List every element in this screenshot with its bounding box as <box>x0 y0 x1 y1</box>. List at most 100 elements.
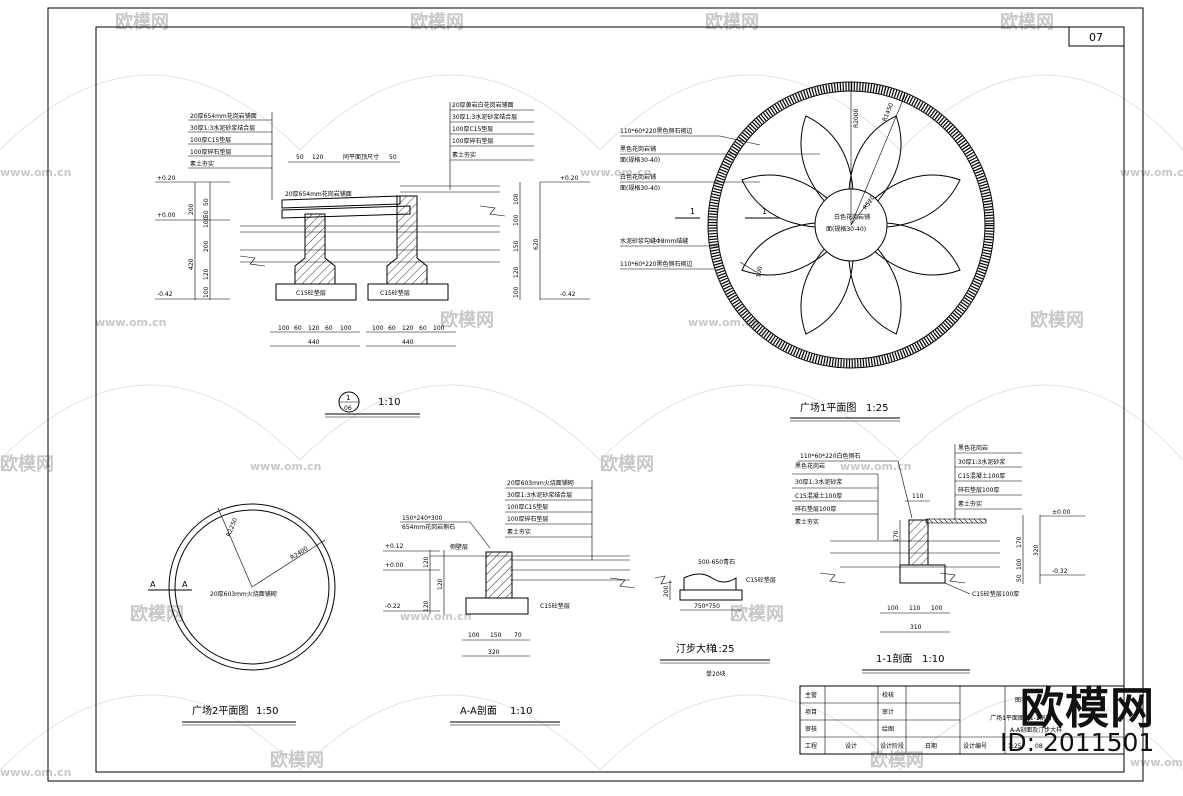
tb-cell: 审计 <box>882 708 894 716</box>
layer-label: 素土夯实 <box>507 528 531 536</box>
radius-label: R2250 <box>225 517 239 538</box>
dim-label: 420 <box>188 258 195 270</box>
plaza1-note: 110*60*220黑色侧石砌边 <box>620 260 693 268</box>
dim-label: 50 <box>203 198 210 206</box>
dim-label: 60 <box>419 325 427 332</box>
top-note: 110*60*220白色侧石 <box>800 452 861 460</box>
watermark-site: www.om.cn <box>840 460 912 473</box>
watermark-sites: www.om.cn www.om.cn www.om.cn www.om.cn … <box>0 166 1183 779</box>
base-label: C15砼垫层 <box>380 289 410 297</box>
side-note: 侧壁层 <box>450 543 468 551</box>
layer-label: 30厚1:3水泥砂浆结合层 <box>507 491 572 499</box>
dim-total: 320 <box>488 649 500 656</box>
dim-label: 120 <box>402 325 414 332</box>
watermark-brand: 欧模网 <box>130 603 184 625</box>
layer-label: 100厚C15垫层 <box>190 136 231 144</box>
dim-total: 310 <box>910 624 922 631</box>
watermark-logo: 欧模网 <box>1020 683 1155 734</box>
dim-label: 750*750 <box>694 603 720 610</box>
layer-label: 30厚1:3水泥砂浆结合层 <box>190 124 255 132</box>
watermark-id: ID: 2011501 <box>1000 728 1155 757</box>
level-label: +0.12 <box>385 543 404 550</box>
dim-label: 60 <box>294 325 302 332</box>
radius-label: R1450 <box>881 102 895 123</box>
dim-total: 440 <box>308 339 320 346</box>
dim-label: 100 <box>513 286 520 298</box>
layer-label: 100厚碎石垫层 <box>507 515 548 523</box>
dim-label: 320 <box>1033 544 1040 556</box>
layer-label: 100厚碎石垫层 <box>452 137 493 145</box>
dim-label: 100 <box>372 325 384 332</box>
center-text: 白色花岗岩铺 <box>834 213 870 221</box>
aa-title: A-A剖面 <box>460 704 497 717</box>
layer-label: 碎石垫层100厚 <box>958 486 999 494</box>
layer-label: 30厚1:3水泥砂浆 <box>795 478 842 486</box>
watermark-site: www.om.cn <box>0 766 72 779</box>
marker-num: 1 <box>346 394 350 402</box>
watermark-brand: 欧模网 <box>1000 11 1054 33</box>
curb-note: 654mm花岗岩侧石 <box>402 523 455 531</box>
section-11: 110*60*220白色侧石 黑色花岗岩 30厚1:3水泥砂浆 C15混凝土10… <box>792 444 1085 674</box>
plaza1-note: 水泥砂浆勾缝Φ8mm结缝 <box>620 237 688 245</box>
dim-label: 120 <box>423 600 430 612</box>
radius-label: R2000 <box>853 108 860 128</box>
tb-cell: 设计 <box>845 742 857 750</box>
dim-label: 60 <box>325 325 333 332</box>
dim-label: 120 <box>513 266 520 278</box>
layer-label: 素土夯实 <box>795 518 819 526</box>
mid-note: 20厚654mm花岗岩铺面 <box>285 190 352 198</box>
layer-label: 30厚1:3水泥砂浆结合层 <box>452 113 517 121</box>
dim-label: 120 <box>423 556 430 568</box>
watermark-pattern <box>0 74 1183 771</box>
level-label: +0.20 <box>560 175 579 182</box>
dim-label: 60 <box>388 325 396 332</box>
s11-title: 1-1剖面 <box>876 652 912 665</box>
level-label: -0.42 <box>157 291 173 298</box>
outer-frame <box>47 7 1144 782</box>
tb-cell: 项目 <box>805 709 817 716</box>
tb-cell: 绘图 <box>882 725 894 733</box>
level-label: +0.00 <box>157 212 176 219</box>
dim-label: 200 <box>203 240 210 252</box>
plaza2-scale: 1:50 <box>256 706 278 717</box>
level-label: -0.42 <box>560 291 576 298</box>
dim-label: 620 <box>533 238 540 250</box>
detail-scale: 1:10 <box>378 397 400 408</box>
dim-label: 200 <box>188 203 195 215</box>
level-label: +0.20 <box>157 175 176 182</box>
dim-label: 110 <box>912 493 924 500</box>
base-label: C15砼垫层100厚 <box>972 590 1019 598</box>
section-mark: 1 <box>690 207 695 216</box>
dim-label: 100 <box>931 605 943 612</box>
dim-label: 170 <box>893 530 900 542</box>
watermark-site: www.om.cn <box>0 166 72 179</box>
layer-label: 黑色花岗岩 <box>795 462 825 470</box>
drawing-code: 08 <box>1035 743 1043 750</box>
dim-label: 120 <box>312 154 324 161</box>
dim-label: 150 <box>513 240 520 252</box>
drawing-code: 1:25 <box>1008 743 1022 750</box>
plaza1-note: 面(规格30-40) <box>620 184 660 192</box>
dim-label: 100 <box>433 325 445 332</box>
layer-label: 100厚碎石垫层 <box>190 148 231 156</box>
watermark-site: www.om.cn <box>580 166 652 179</box>
section-mark: A <box>182 580 188 589</box>
dim-label: 100 <box>1016 558 1023 570</box>
layer-label: 素土夯实 <box>190 160 214 168</box>
layer-label: 30厚1:3水泥砂浆 <box>958 458 1005 466</box>
layer-label: C15混凝土100厚 <box>958 472 1005 480</box>
dim-label: 170 <box>1016 536 1023 548</box>
watermark-site: www.om.cn <box>688 316 760 329</box>
base-label: C15砼垫层 <box>746 576 776 584</box>
sheet-number: 07 <box>1089 31 1103 44</box>
dim-label: 100 <box>278 325 290 332</box>
dim-label: 50 <box>296 154 304 161</box>
tb-cell: 主管 <box>805 691 817 699</box>
dim-label: 100 <box>203 216 210 228</box>
plaza1-note: 面(规格30-40) <box>620 156 660 164</box>
dim-label: 120 <box>203 268 210 280</box>
dim-label: 50 <box>389 154 397 161</box>
curb-note: 150*240*300 <box>402 515 443 522</box>
base-label: C15砼垫层 <box>540 602 570 610</box>
